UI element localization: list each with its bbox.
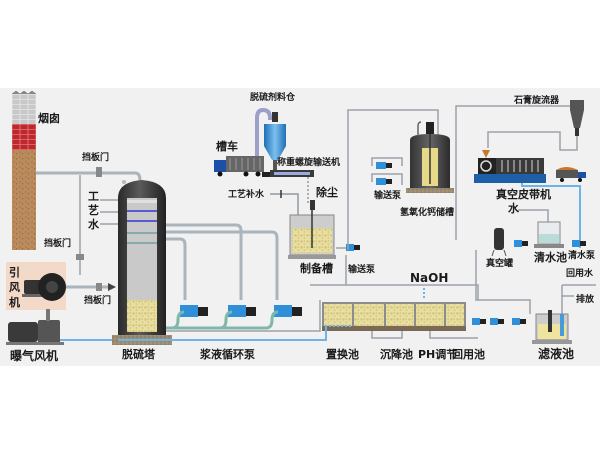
- calcium-hydroxide-storage-label: 氢氧化钙储槽: [400, 206, 454, 218]
- weighing-screw-conveyor: [262, 170, 314, 177]
- tanker-truck-label: 槽车: [216, 139, 238, 153]
- slurry-circulation-pump-label: 浆液循环泵: [200, 347, 255, 361]
- aeration-fan: [6, 309, 64, 345]
- tanker-truck: [214, 156, 264, 177]
- vacuum-tank-label: 真空罐: [486, 257, 513, 269]
- calcium-hydroxide-storage-tank: [406, 121, 454, 193]
- spray-pipe-1: [166, 223, 243, 300]
- clear-water-pump: [572, 240, 586, 247]
- cyclone-feed-pipe: [455, 105, 570, 240]
- transfer-pump-2-label: 输送泵: [374, 189, 402, 201]
- chimney-label: 烟囱: [38, 111, 60, 125]
- gypsum-cyclone-label: 石膏旋流器: [513, 94, 560, 106]
- weighing-screw-conveyor-label: 称重螺旋输送机: [277, 156, 340, 168]
- filtrate-pool: [532, 310, 572, 344]
- suction-pipe-3: [166, 310, 279, 330]
- overflow-to-pools-pipe: [310, 284, 479, 300]
- clear-water-pool-label: 清水池: [534, 250, 567, 264]
- naoh-label: NaOH: [410, 271, 448, 285]
- damper-mid-valve: [76, 254, 84, 260]
- gypsum-cyclone: [570, 100, 584, 136]
- aeration-fan-label: 曝气风机: [10, 348, 58, 363]
- induced-fan-label-2: 风: [9, 280, 20, 294]
- aeration-main: [118, 326, 327, 341]
- clear-water-pool: [534, 221, 564, 248]
- process-makeup-water-label: 工艺补水: [228, 188, 265, 200]
- damper-bottom-valve: [96, 283, 102, 291]
- clear-water-return-pipe: [521, 183, 581, 248]
- vacuum-tank: [491, 228, 507, 257]
- filtrate-pool-label: 滤液池: [538, 346, 574, 361]
- desulfurization-tower-label: 脱硫塔: [122, 347, 156, 361]
- preparation-tank-label: 制备槽: [300, 261, 333, 275]
- reuse-pool-label: 回用池: [452, 347, 485, 361]
- desulfurization-tower: [112, 180, 172, 345]
- chimney: [11, 90, 37, 250]
- induced-fan: [22, 273, 66, 301]
- gypsum-truck: [556, 167, 586, 182]
- filtrate-pumps: [490, 318, 526, 325]
- replacement-pool-label: 置换池: [326, 347, 359, 361]
- induced-fan-label-3: 机: [9, 295, 20, 309]
- water-label: 水: [508, 201, 520, 215]
- vacuum-belt-filter: [474, 150, 546, 183]
- preparation-tank: [288, 200, 336, 259]
- process-pools: [322, 302, 466, 331]
- slurry-circulation-pump-1: [180, 305, 208, 317]
- clear-water-pump-label: 清水泵: [568, 249, 596, 261]
- damper-mid-label: 挡板门: [44, 237, 71, 249]
- damper-bottom-label: 挡板门: [84, 294, 111, 306]
- desulfurizer-silo: [255, 107, 286, 170]
- induced-fan-label-1: 引: [9, 265, 20, 279]
- desulfurizer-silo-label: 脱硫剂料仓: [250, 91, 296, 103]
- spray-pipe-2: [166, 230, 279, 300]
- process-water-label-3: 水: [88, 217, 100, 231]
- vacuum-pump: [514, 240, 528, 247]
- dust-removal-label: 除尘: [316, 185, 338, 199]
- transfer-pump-pair: [376, 162, 392, 185]
- pool-underflow-pipes: [371, 331, 478, 339]
- flow-arrow: [108, 283, 116, 291]
- ca-storage-feed-pipe: [347, 109, 439, 250]
- ph-adjustment-label: PH调节: [418, 347, 457, 361]
- vacuum-belt-machine-label: 真空皮带机: [496, 187, 551, 201]
- discharge-label: 排放: [576, 293, 595, 305]
- flue-duct-top: [36, 171, 142, 185]
- reuse-water-label: 回用水: [566, 267, 594, 279]
- damper-top-valve: [96, 167, 102, 177]
- return-pipe: [166, 300, 321, 332]
- filtrate-return-pipe: [475, 250, 531, 314]
- transfer-pump-1-label: 输送泵: [348, 263, 376, 275]
- slurry-circulation-pump-2: [228, 305, 256, 317]
- sedimentation-pool-label: 沉降池: [380, 347, 413, 361]
- spray-pipe-3: [166, 237, 187, 300]
- reuse-pool-pump: [472, 318, 486, 325]
- damper-top-label: 挡板门: [82, 151, 109, 163]
- slurry-circulation-pump-3: [274, 305, 302, 317]
- cyclone-underflow-pipe: [487, 131, 578, 151]
- process-water-label-2: 艺: [88, 203, 99, 217]
- process-water-pipes: [100, 199, 118, 225]
- process-water-label-1: 工: [88, 190, 99, 203]
- transfer-pump-prep: [346, 244, 360, 251]
- transfer-pump-loop: [371, 157, 403, 185]
